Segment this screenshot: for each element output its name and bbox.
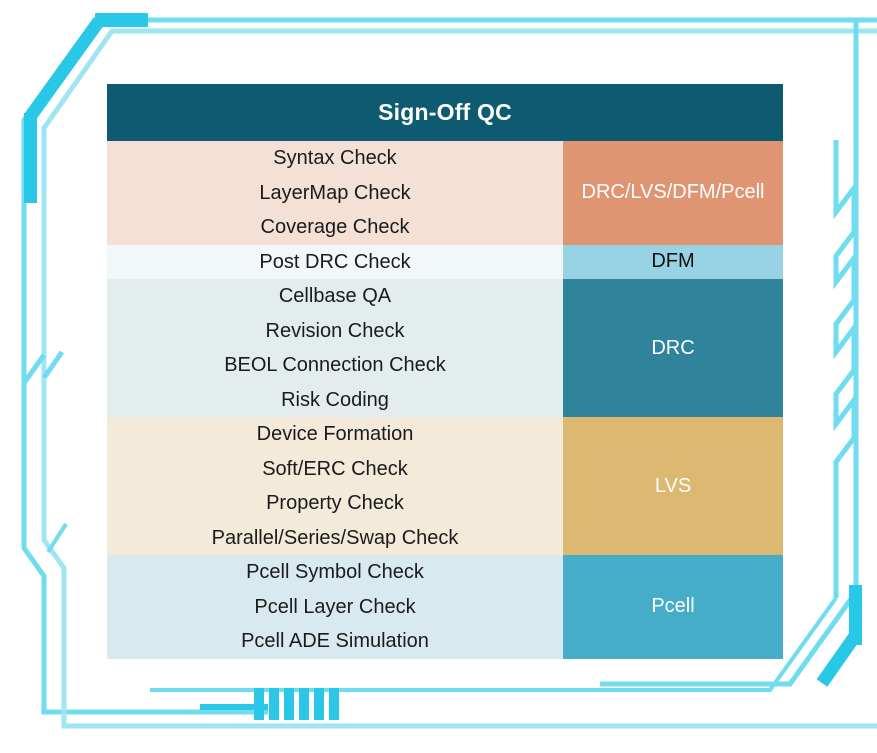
table-row[interactable]: Device Formation LVS: [107, 417, 784, 555]
deco-bar-bottom-right-diagonal: [816, 632, 861, 687]
qc-item-syntax-check: Syntax Check: [107, 141, 563, 176]
qc-item-revision-check: Revision Check: [107, 313, 563, 348]
deco-bar-top-left-diagonal: [24, 17, 105, 121]
deco-bar-top-left: [95, 13, 148, 27]
table-row[interactable]: Cellbase QA DRC: [107, 279, 784, 417]
table-row[interactable]: Revision Check: [107, 313, 783, 348]
qc-tag-drc-lvs-dfm-pcell: DRC/LVS/DFM/Pcell: [563, 141, 784, 245]
qc-item-pcell-layer-check: Pcell Layer Check: [107, 589, 563, 624]
deco-bottom-bar-4: [299, 688, 309, 720]
table-row[interactable]: BEOL Connection Check: [107, 348, 783, 383]
qc-item-pcell-symbol-check: Pcell Symbol Check: [107, 555, 563, 590]
table-row[interactable]: Coverage Check: [107, 210, 783, 245]
deco-trace-right-inner-stepped: [833, 140, 857, 598]
table-row[interactable]: Pcell Symbol Check Pcell: [107, 555, 784, 659]
table-row[interactable]: Risk Coding: [107, 382, 783, 417]
qc-item-parallel-series-swap-check: Parallel/Series/Swap Check: [107, 520, 563, 555]
deco-bottom-bar-3: [284, 688, 294, 720]
qc-item-cellbase-qa: Cellbase QA: [107, 279, 563, 314]
qc-tag-pcell: Pcell: [563, 555, 784, 659]
page-title: Sign-Off QC: [107, 84, 784, 141]
table-header-row: Sign-Off QC: [107, 84, 784, 141]
table-row[interactable]: Parallel/Series/Swap Check: [107, 520, 783, 555]
qc-item-coverage-check: Coverage Check: [107, 210, 563, 245]
qc-item-beol-connection-check: BEOL Connection Check: [107, 348, 563, 383]
table-row[interactable]: Post DRC Check DFM: [107, 244, 784, 279]
deco-tick-left-lower: [46, 522, 68, 554]
deco-bottom-bar-5: [314, 688, 324, 720]
qc-item-device-formation: Device Formation: [107, 417, 563, 452]
table-row[interactable]: Pcell ADE Simulation: [107, 624, 783, 659]
deco-bottom-bar-6: [329, 688, 339, 720]
qc-tag-dfm: DFM: [563, 244, 784, 279]
qc-item-layermap-check: LayerMap Check: [107, 175, 563, 210]
sign-off-qc-table: Sign-Off QC Syntax Check DRC/LVS/DFM/Pce…: [107, 84, 784, 659]
deco-trace-left-jog-upper: [41, 350, 65, 380]
table-row[interactable]: Syntax Check DRC/LVS/DFM/Pcell: [107, 141, 784, 245]
deco-bottom-bar-2: [269, 688, 279, 720]
table-row[interactable]: Soft/ERC Check: [107, 451, 783, 486]
deco-bar-left-vertical: [24, 113, 37, 203]
table-row[interactable]: Pcell Layer Check: [107, 589, 783, 624]
qc-tag-lvs: LVS: [563, 417, 784, 555]
qc-tag-drc: DRC: [563, 279, 784, 417]
qc-item-property-check: Property Check: [107, 486, 563, 521]
deco-trace-left-jog-upper-2: [21, 353, 47, 385]
qc-item-soft-erc-check: Soft/ERC Check: [107, 451, 563, 486]
qc-item-risk-coding: Risk Coding: [107, 382, 563, 417]
deco-bar-bottom-right-vertical: [849, 585, 862, 645]
table-row[interactable]: Property Check: [107, 486, 783, 521]
table-row[interactable]: LayerMap Check: [107, 175, 783, 210]
qc-item-post-drc-check: Post DRC Check: [107, 244, 563, 279]
deco-bottom-bar-1: [254, 688, 264, 720]
qc-item-pcell-ade-simulation: Pcell ADE Simulation: [107, 624, 563, 659]
